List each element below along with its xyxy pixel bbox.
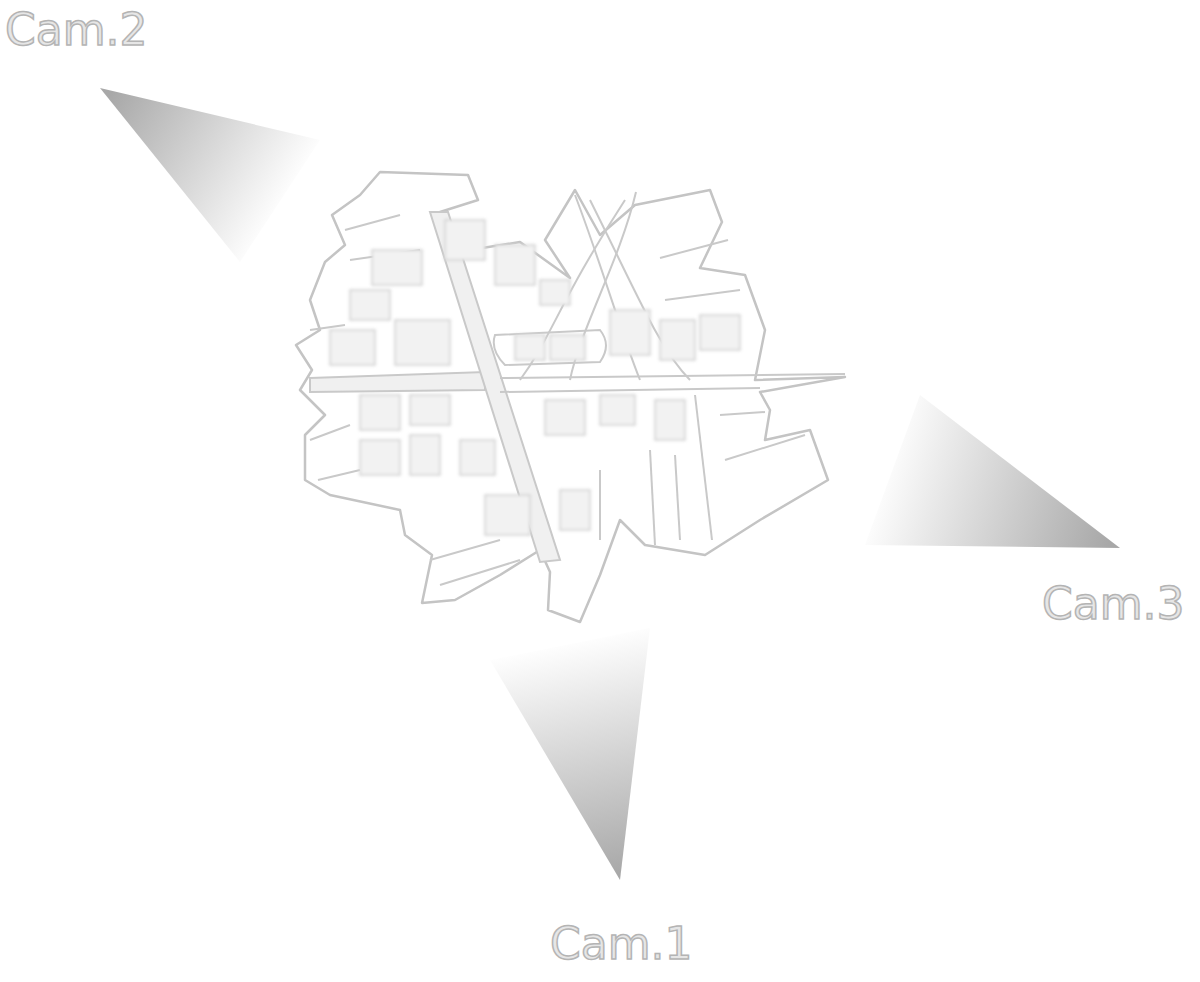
camera-frustum (490, 628, 650, 880)
map-buildings (330, 220, 740, 535)
map-blocks (296, 172, 845, 622)
camera-label: Cam.1 (550, 922, 693, 966)
camera-frustum (865, 395, 1120, 548)
camera-frustum (100, 88, 320, 262)
map-roads (310, 192, 845, 585)
camera-label: Cam.2 (5, 8, 148, 52)
camera-label: Cam.3 (1042, 582, 1185, 626)
